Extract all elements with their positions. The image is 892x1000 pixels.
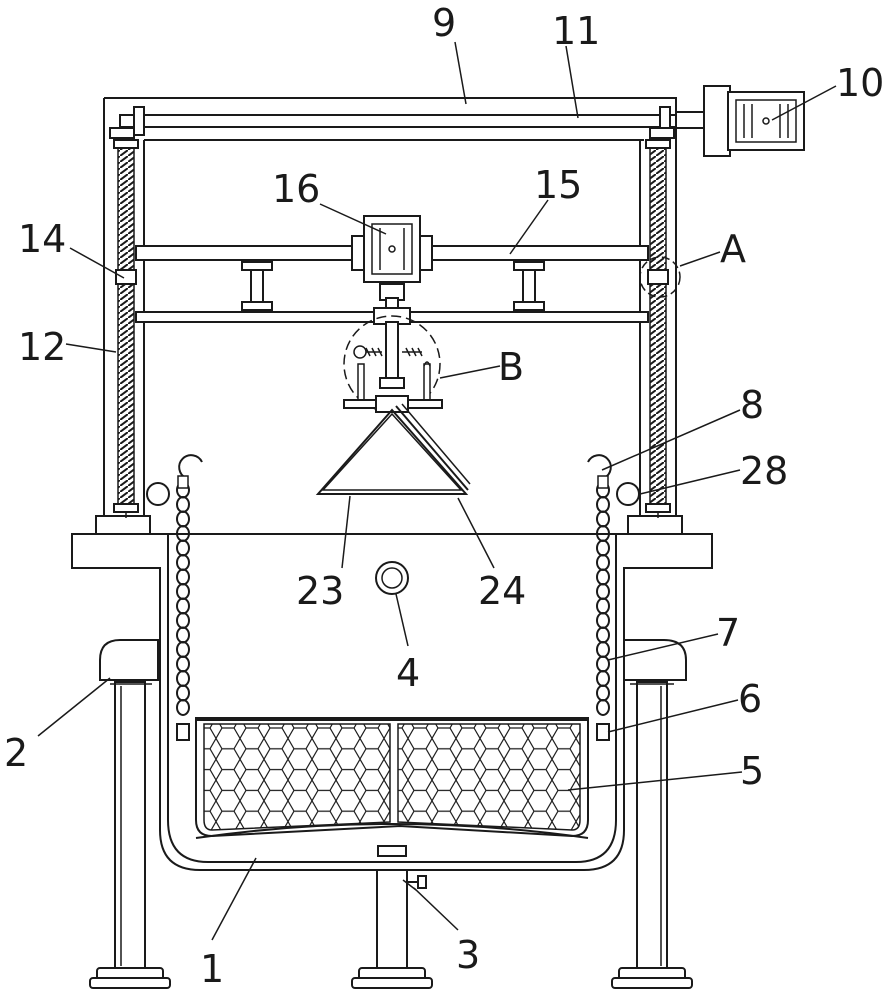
label-15: 15: [534, 163, 582, 207]
screw-rods: [113, 139, 671, 518]
chain-link: [176, 699, 190, 716]
chain-link: [176, 496, 190, 513]
label-8: 8: [740, 383, 764, 427]
detail-b-assembly: [343, 307, 443, 413]
label-12: 12: [18, 325, 66, 369]
viewing-port: [375, 561, 409, 595]
label-6: 6: [738, 677, 762, 721]
label-23: 23: [296, 569, 344, 613]
legs: [89, 681, 693, 989]
center-motor: [351, 215, 433, 313]
label-24: 24: [478, 569, 526, 613]
label-28: 28: [740, 449, 788, 493]
label-1: 1: [200, 947, 224, 991]
pulleys: [146, 482, 640, 506]
label-a: A: [720, 227, 746, 271]
label-b: B: [498, 345, 524, 389]
chain-link: [176, 510, 190, 528]
label-3: 3: [456, 933, 480, 977]
top-motor: [675, 85, 805, 157]
nut-blocks: [115, 256, 681, 298]
hanger-rod: [395, 403, 471, 491]
label-10: 10: [836, 61, 884, 105]
chain-link: [596, 510, 610, 528]
chain-link: [596, 496, 610, 513]
frame: [95, 97, 683, 535]
label-9: 9: [432, 1, 456, 45]
mesh-basket: [195, 717, 589, 839]
leg-bracket: [99, 639, 687, 685]
top-shaft: [109, 106, 677, 139]
triangle-hanger: [315, 408, 469, 495]
chain-link: [596, 699, 610, 716]
label-7: 7: [716, 611, 740, 655]
leader-lines: [37, 41, 837, 941]
label-2: 2: [4, 731, 28, 775]
label-11: 11: [552, 9, 600, 53]
label-16: 16: [272, 167, 320, 211]
label-5: 5: [740, 749, 764, 793]
chains: [176, 481, 610, 716]
hanging-hooks: [177, 454, 612, 489]
label-14: 14: [18, 217, 66, 261]
label-4: 4: [396, 651, 420, 695]
callout-labels: 9 11 10 16 15 14 A 12 B 8 28 23 24 4 7 6…: [4, 1, 884, 991]
